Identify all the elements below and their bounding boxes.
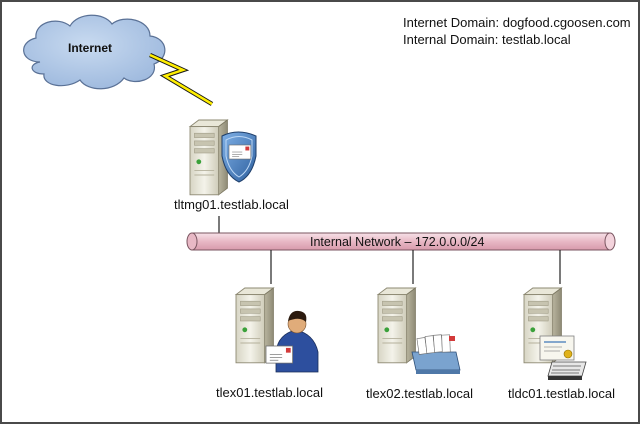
server-tlex02: tlex02.testlab.local xyxy=(366,287,473,401)
server-label-tlex01: tlex01.testlab.local xyxy=(216,385,323,400)
internet-domain-text: Internet Domain: dogfood.cgoosen.com xyxy=(403,15,631,30)
server-with-shield-mail-icon xyxy=(221,131,257,183)
internet-cloud: Internet xyxy=(23,14,166,90)
server-label-tlex02: tlex02.testlab.local xyxy=(366,386,473,401)
server-tlex01: tlex01.testlab.local xyxy=(216,287,323,400)
internal-domain-text: Internal Domain: testlab.local xyxy=(403,32,571,47)
server-tldc01: tldc01.testlab.local xyxy=(508,287,615,401)
internet-cloud-label: Internet xyxy=(68,41,112,55)
server-with-mailbox-icon xyxy=(411,334,461,374)
internal-network-label: Internal Network – 172.0.0.0/24 xyxy=(310,235,484,249)
server-with-user-mail-icon xyxy=(265,310,319,373)
server-with-certificate-icon xyxy=(539,335,587,380)
lightning-bolt-icon xyxy=(149,52,214,106)
server-tltmg01: tltmg01.testlab.local xyxy=(174,119,289,212)
internal-network-pipe: Internal Network – 172.0.0.0/24 xyxy=(186,232,616,251)
server-label-tltmg01: tltmg01.testlab.local xyxy=(174,197,289,212)
server-label-tldc01: tldc01.testlab.local xyxy=(508,386,615,401)
